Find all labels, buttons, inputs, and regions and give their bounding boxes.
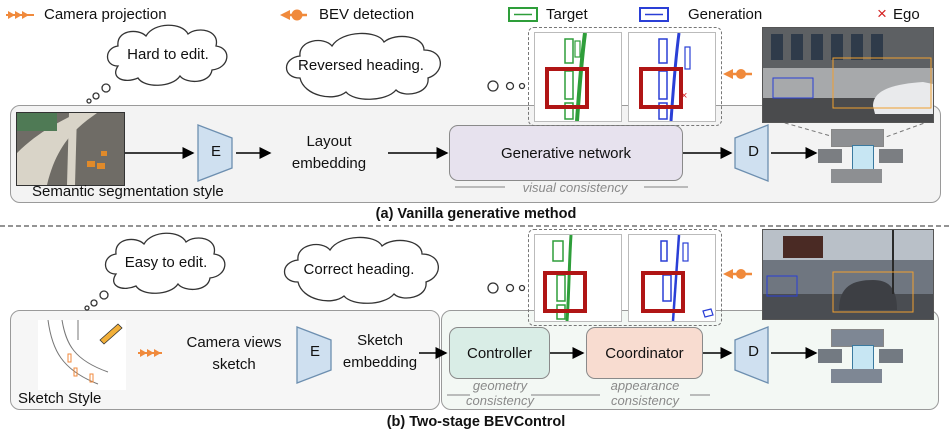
bubble-text-easy-to-edit: Easy to edit. — [124, 254, 208, 271]
geometry-consistency-label: geometry consistency — [466, 378, 534, 408]
camera-projection-arrow-icon — [6, 11, 34, 19]
semantic-segmentation-label: Semantic segmentation style — [32, 183, 224, 200]
layout-embedding-label: Layout embedding — [291, 133, 367, 172]
thought-bubble-easy-to-edit — [84, 232, 226, 311]
camera-photo-a — [762, 27, 934, 123]
output-view-left-b — [818, 349, 842, 363]
decoder-label-b: D — [748, 343, 759, 360]
decoder-label-a: D — [748, 143, 759, 160]
legend-bev-detection: BEV detection — [319, 6, 415, 23]
legend-target: Target — [546, 6, 588, 23]
generative-network-block: Generative network — [449, 125, 683, 181]
output-view-bottom-b — [831, 369, 882, 383]
bev-detection-arrow-a — [723, 69, 752, 79]
bev-comparison-box-a: × — [528, 27, 722, 126]
sketch-map — [38, 320, 126, 390]
bev-comparison-box-b — [528, 229, 722, 326]
controller-block: Controller — [449, 327, 550, 379]
bev-target-a — [534, 32, 622, 122]
thought-bubble-hard-to-edit — [86, 24, 228, 104]
encoder-shape-a — [197, 124, 233, 182]
output-view-right-b — [879, 349, 903, 363]
camera-views-sketch-label: Camera views sketch — [186, 334, 282, 373]
generation-icon — [639, 7, 669, 22]
sketch-style-label: Sketch Style — [18, 390, 102, 407]
coordinator-block: Coordinator — [586, 327, 703, 379]
caption-a: (a) Vanilla generative method — [375, 206, 577, 222]
ego-marker-icon: × — [877, 4, 887, 23]
visual-consistency-label: visual consistency — [522, 180, 628, 195]
legend-camera-projection: Camera projection — [44, 6, 167, 23]
bev-target-b — [534, 234, 622, 322]
output-view-bottom-a — [831, 169, 882, 183]
legend-ego: Ego — [893, 6, 920, 23]
bev-generation-b — [628, 234, 716, 322]
camera-photo-b — [762, 229, 934, 320]
thought-bubble-reversed-heading — [285, 32, 526, 100]
svg-text:×: × — [681, 90, 687, 102]
encoder-label-a: E — [210, 143, 221, 160]
output-view-right-a — [879, 149, 903, 163]
encoder-shape-b — [296, 326, 332, 384]
decoder-shape-b — [734, 326, 769, 384]
camera-projection-arrow-b — [138, 349, 162, 357]
encoder-label-b: E — [309, 343, 320, 360]
bubble-text-correct-heading: Correct heading. — [303, 261, 415, 278]
legend-icons — [6, 7, 669, 22]
bubble-text-hard-to-edit: Hard to edit. — [127, 46, 209, 63]
output-view-left-a — [818, 149, 842, 163]
thought-bubble-correct-heading — [283, 236, 526, 304]
legend-generation: Generation — [688, 6, 763, 23]
target-icon — [508, 7, 538, 22]
bev-detection-arrow-b — [723, 269, 752, 279]
appearance-consistency-label: appearance consistency — [610, 378, 680, 408]
bev-generation-a: × — [628, 32, 716, 122]
pencil-hand-icon — [99, 323, 123, 345]
bev-detection-arrow-icon — [280, 9, 307, 21]
bubble-text-reversed-heading: Reversed heading. — [298, 57, 424, 74]
decoder-shape-a — [734, 124, 769, 182]
sketch-embedding-label: Sketch embedding — [342, 332, 418, 371]
caption-b: (b) Two-stage BEVControl — [386, 414, 566, 430]
semantic-segmentation-map — [16, 112, 125, 186]
